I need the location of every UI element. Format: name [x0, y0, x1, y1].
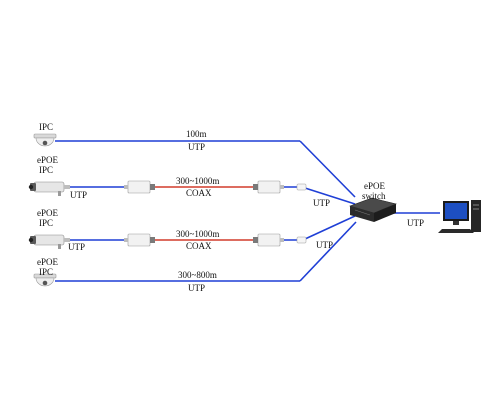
link-1-utp	[55, 140, 356, 198]
epoe-ipc-label-line2: IPC	[39, 267, 54, 277]
switch-label-line1: ePOE	[364, 181, 385, 191]
epoe-ipc-label-line1: ePOE	[37, 257, 58, 267]
link-1-distance-label: 100m	[186, 129, 207, 139]
link-1-medium-label: UTP	[188, 142, 206, 152]
link-3-left-medium-label: UTP	[68, 242, 86, 252]
dome-camera-icon	[33, 273, 57, 287]
desktop-computer-icon	[438, 200, 481, 233]
uplink-medium-label: UTP	[407, 218, 425, 228]
bullet-camera-icon	[28, 234, 70, 249]
switch-label-line2: switch	[362, 191, 386, 201]
epoe-ipc-label-line2: IPC	[39, 218, 54, 228]
link-2-right-medium-label: UTP	[313, 198, 331, 208]
rj45-connector-icon	[296, 183, 307, 191]
link-2-distance-label: 300~1000m	[176, 176, 220, 186]
rj45-connector-icon	[296, 236, 307, 244]
link-4-utp	[55, 221, 357, 282]
coax-extender-icon	[124, 233, 155, 247]
link-3-coax	[70, 215, 356, 241]
network-switch-icon	[349, 197, 397, 222]
epoe-ipc-label-line2: IPC	[39, 165, 54, 175]
link-2-coax	[70, 186, 356, 205]
bullet-camera-icon	[28, 181, 70, 196]
coax-extender-icon	[124, 180, 155, 194]
link-2-left-medium-label: UTP	[70, 190, 88, 200]
link-3-distance-label: 300~1000m	[176, 229, 220, 239]
link-4-distance-label: 300~800m	[178, 270, 217, 280]
ipc-label: IPC	[39, 122, 54, 132]
coax-extender-icon	[253, 180, 284, 194]
link-4-medium-label: UTP	[188, 283, 206, 293]
dome-camera-icon	[33, 133, 57, 147]
epoe-ipc-label-line1: ePOE	[37, 208, 58, 218]
link-2-medium-label: COAX	[186, 188, 212, 198]
coax-extender-icon	[253, 233, 284, 247]
link-3-medium-label: COAX	[186, 241, 212, 251]
link-3-right-medium-label: UTP	[316, 240, 334, 250]
epoe-ipc-label-line1: ePOE	[37, 155, 58, 165]
